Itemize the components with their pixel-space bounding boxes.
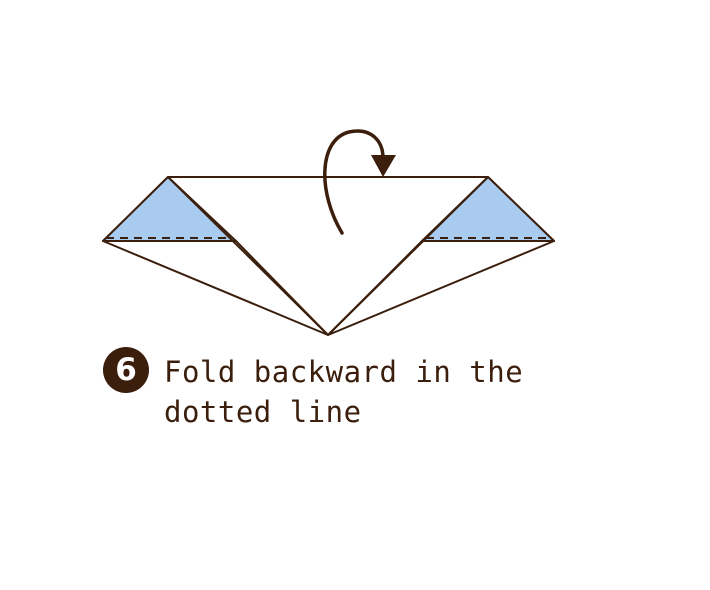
instruction-line-2: dotted line — [164, 395, 362, 429]
instruction-line-1: Fold backward in the — [164, 355, 524, 389]
step-number-badge: 6 — [103, 347, 149, 393]
right-lower-edge — [327, 240, 423, 336]
left-lower-edge — [235, 240, 329, 336]
step-instruction: Fold backward in the dotted line — [164, 352, 584, 432]
curved-fold-backward-arrow-icon — [323, 129, 396, 235]
left-flap — [102, 176, 237, 242]
